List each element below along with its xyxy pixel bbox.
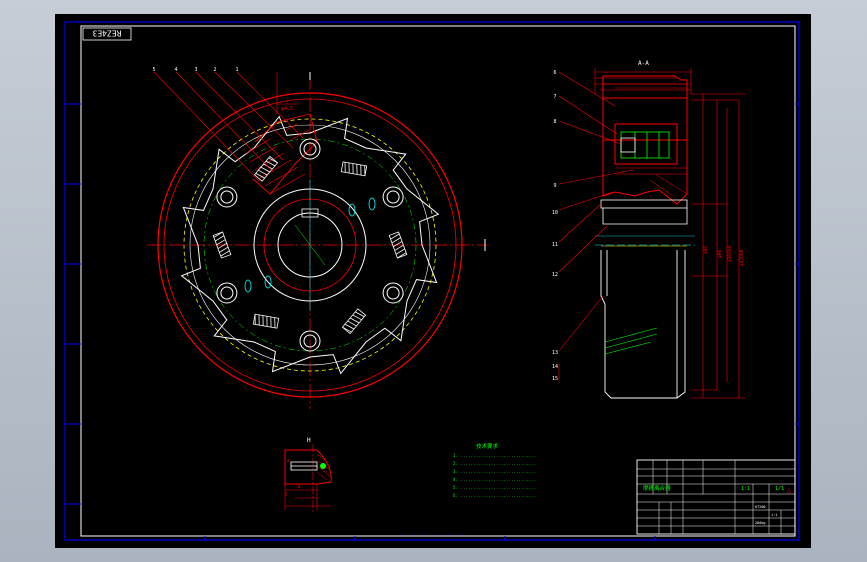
inner-frame — [80, 25, 796, 537]
part-balloon: 2 — [213, 67, 216, 73]
svg-text:HT200: HT200 — [755, 505, 766, 509]
title-sheet: 1/1 — [775, 486, 784, 492]
roller-pin — [220, 190, 234, 204]
notes: 技术要求 1. .............................. 2… — [453, 442, 536, 498]
detail-label: H — [307, 437, 311, 444]
roller-pin — [216, 186, 238, 208]
roller-pin — [382, 186, 404, 208]
part-balloon: 6 — [553, 70, 556, 76]
part-balloon: 7 — [553, 94, 556, 100]
spring — [252, 313, 280, 329]
part-balloon: 9 — [553, 183, 556, 189]
section-view: A-A — [552, 60, 745, 399]
roller-pin — [386, 190, 400, 204]
drawing-canvas: REZ4E3 — [64, 21, 800, 541]
svg-text:φ86: φ86 — [703, 246, 709, 254]
note-line: 2. .............................. — [453, 461, 536, 466]
svg-text:2: 2 — [285, 492, 288, 497]
title-drawing-name: 摩擦离合器 — [643, 484, 671, 492]
note-line: 6. .............................. — [453, 493, 536, 498]
part-balloon: 14 — [552, 364, 558, 370]
roller-pin — [303, 334, 317, 348]
roller-pin — [386, 286, 400, 300]
part-balloon: 3 — [194, 67, 197, 73]
detail-view: H ø ø 2 — [284, 437, 332, 514]
svg-text:φ470h8: φ470h8 — [739, 249, 745, 266]
outer-frame — [64, 21, 800, 541]
roller-pin — [382, 282, 404, 304]
stamp-box — [82, 27, 132, 41]
drawing-sheet[interactable]: REZ4E3 — [55, 14, 811, 548]
notes-title: 技术要求 — [476, 442, 499, 450]
part-balloon: 1 — [235, 67, 238, 73]
svg-text:200kg: 200kg — [755, 521, 766, 525]
note-line: 1. .............................. — [453, 453, 536, 458]
front-view: 5 4 3 2 1 φ4.5 — [147, 67, 487, 409]
note-line: 3. .............................. — [453, 469, 536, 474]
spring — [340, 161, 368, 177]
roller-pin — [216, 282, 238, 304]
part-balloon: 15 — [552, 376, 558, 382]
svg-text:φ90: φ90 — [717, 250, 723, 258]
title-block: 摩擦离合器 1:1 1/1 △ HT200 1:1 200kg — [636, 459, 796, 535]
spring — [388, 231, 408, 259]
roller-pin — [299, 330, 321, 352]
note-line: 5. .............................. — [453, 485, 536, 490]
svg-text:△: △ — [787, 486, 792, 494]
bottom-caption: .............................. — [397, 531, 469, 536]
part-balloon: 12 — [552, 272, 558, 278]
spring — [212, 231, 232, 259]
part-balloon: 8 — [553, 119, 556, 125]
svg-text:ø: ø — [298, 484, 301, 489]
part-balloon: 13 — [552, 350, 558, 356]
roller-pin — [220, 286, 234, 300]
svg-text:1:1: 1:1 — [771, 513, 777, 517]
part-balloon: 10 — [552, 210, 558, 216]
part-balloon: 11 — [552, 242, 558, 248]
title-scale: 1:1 — [741, 486, 750, 492]
roller-pin — [299, 138, 321, 160]
roller-pin — [303, 142, 317, 156]
note-line: 4. .............................. — [453, 477, 536, 482]
section-label: A-A — [638, 60, 649, 67]
stamp-code: REZ4E3 — [92, 29, 121, 38]
part-balloon: 5 — [152, 67, 155, 73]
spring — [253, 155, 279, 182]
part-balloon: 4 — [174, 67, 177, 73]
svg-text:φ166h8: φ166h8 — [727, 245, 733, 262]
svg-text:φ4.5: φ4.5 — [281, 106, 293, 112]
spring — [341, 308, 367, 335]
zone-ticks — [65, 103, 799, 540]
svg-text:ø: ø — [287, 458, 290, 463]
